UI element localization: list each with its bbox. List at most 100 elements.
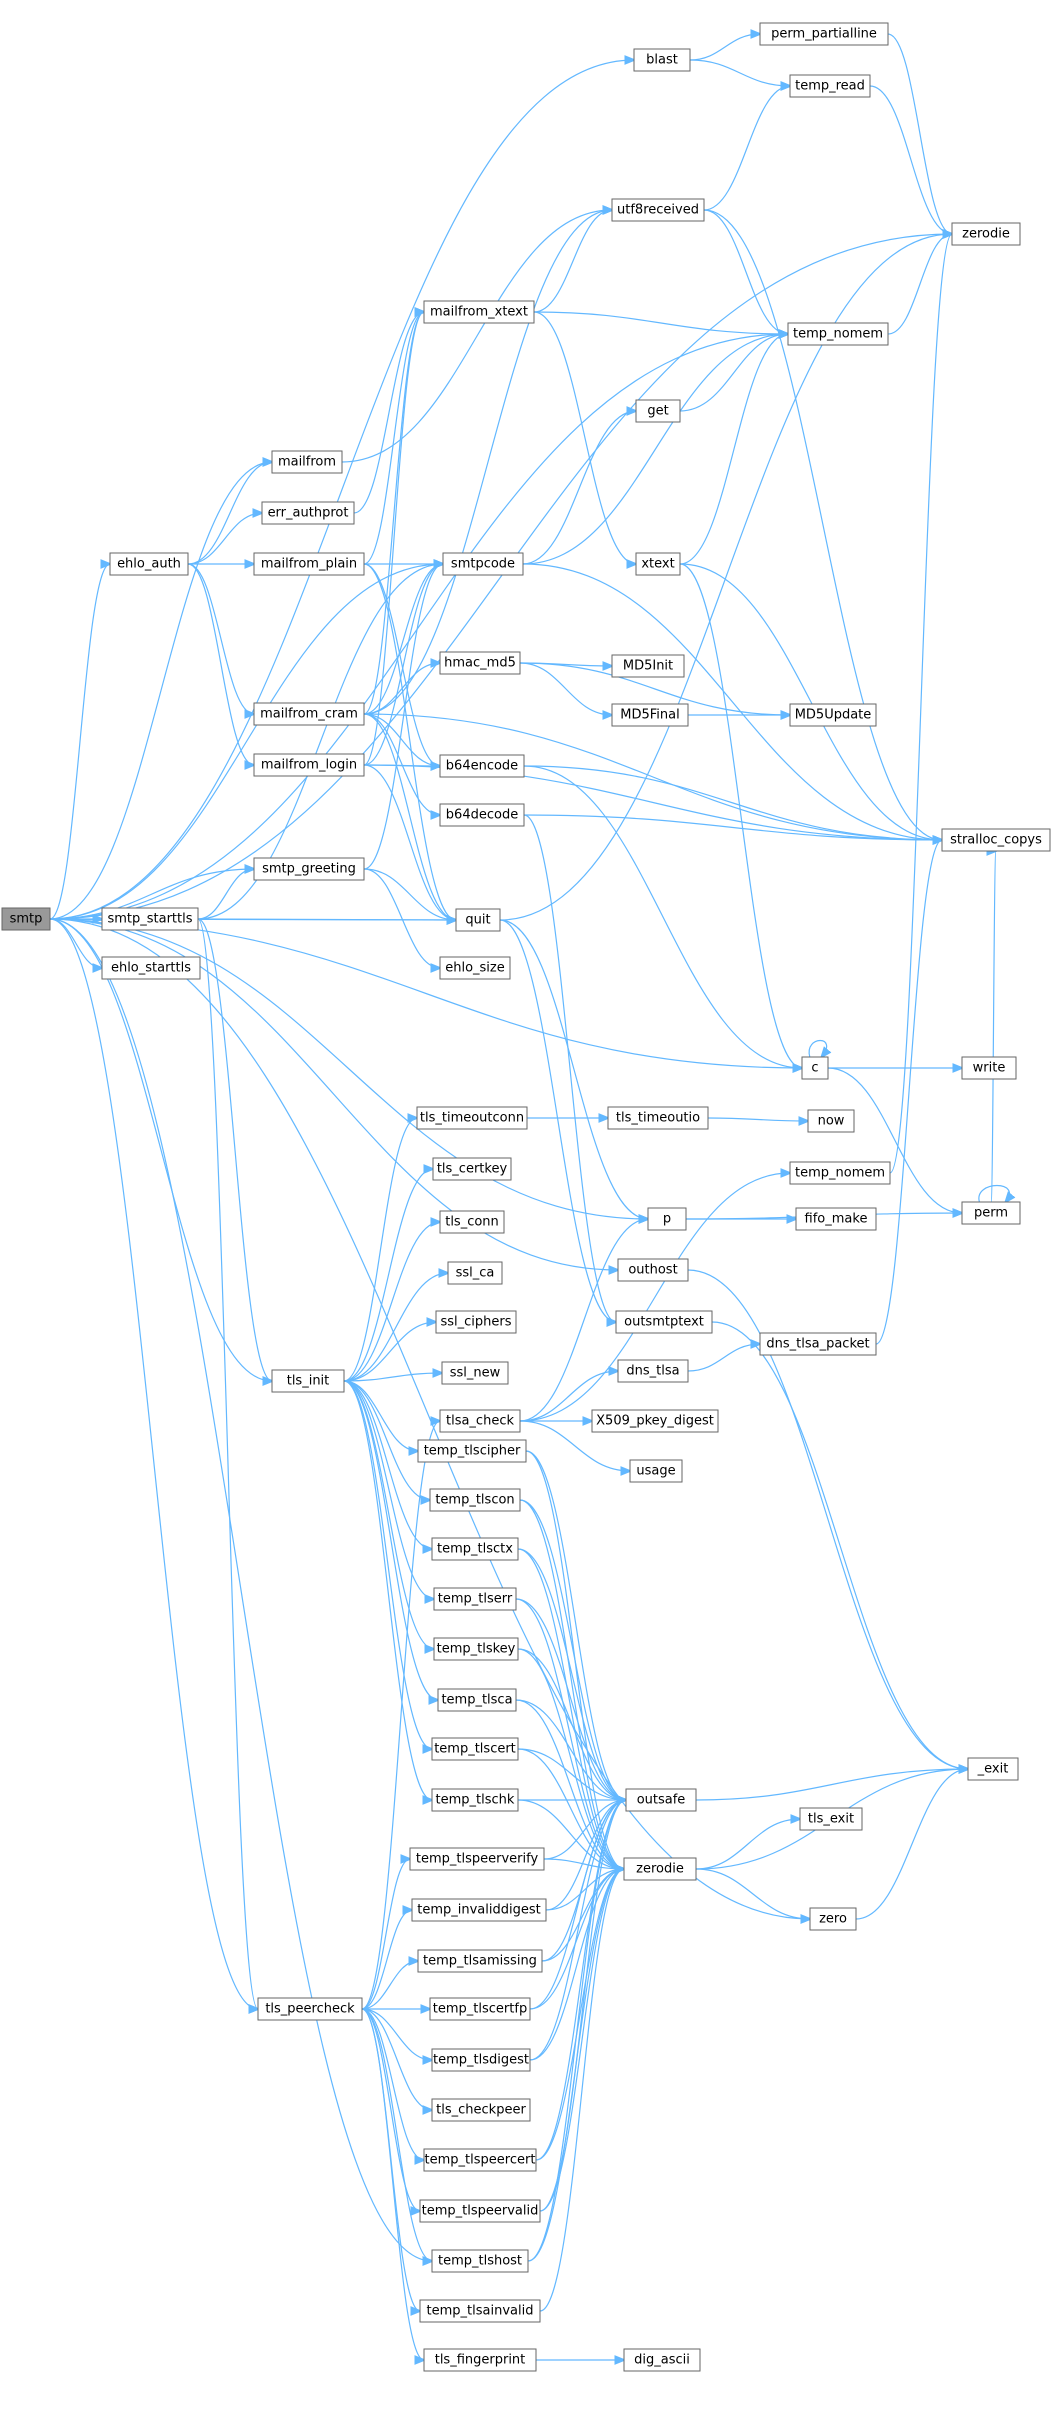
node-smtp_starttls[interactable]: smtp_starttls [101, 907, 199, 931]
node-blast[interactable]: blast [633, 48, 691, 72]
node-temp_tlsctx[interactable]: temp_tlsctx [431, 1537, 519, 1561]
node-temp_tlserr[interactable]: temp_tlserr [433, 1587, 517, 1611]
node-usage[interactable]: usage [629, 1459, 683, 1483]
edge-mailfrom_cram-to-b64decode [363, 713, 440, 815]
edge-mailfrom_cram-to-stralloc_copys [363, 713, 942, 840]
node-smtp_greeting[interactable]: smtp_greeting [253, 857, 365, 881]
node-mailfrom_xtext[interactable]: mailfrom_xtext [423, 300, 535, 324]
node-temp_tlspeerverify[interactable]: temp_tlspeerverify [409, 1847, 545, 1871]
node-mailfrom_login[interactable]: mailfrom_login [253, 753, 365, 777]
node-ssl_ciphers[interactable]: ssl_ciphers [435, 1310, 517, 1334]
node-box [423, 2148, 537, 2172]
node-get[interactable]: get [635, 399, 681, 423]
edge-smtp_greeting-to-smtpcode [363, 564, 443, 870]
node-xtext[interactable]: xtext [635, 552, 681, 576]
node-smtp[interactable]: smtp [1, 907, 51, 931]
node-temp_tlscert[interactable]: temp_tlscert [431, 1737, 519, 1761]
node-dns_tlsa[interactable]: dns_tlsa [617, 1359, 689, 1383]
node-temp_read[interactable]: temp_read [789, 74, 871, 98]
node-quit[interactable]: quit [455, 908, 501, 932]
node-box [611, 654, 685, 678]
node-box [431, 2249, 529, 2273]
node-ehlo_starttls[interactable]: ehlo_starttls [101, 956, 201, 980]
node-box [611, 198, 705, 222]
node-ehlo_size[interactable]: ehlo_size [439, 956, 511, 980]
node-temp_tlspeercert[interactable]: temp_tlspeercert [423, 2148, 537, 2172]
node-outsafe[interactable]: outsafe [625, 1788, 697, 1812]
node-temp_tlsdigest[interactable]: temp_tlsdigest [431, 2048, 531, 2072]
node-outhost[interactable]: outhost [617, 1258, 689, 1282]
node-outsmtptext[interactable]: outsmtptext [615, 1310, 713, 1334]
node-temp_tlscon[interactable]: temp_tlscon [429, 1488, 521, 1512]
edge-smtp-to-smtp_greeting [49, 869, 254, 920]
node-zerodie_bot[interactable]: zerodie [623, 1857, 697, 1881]
node-temp_tlsca[interactable]: temp_tlsca [437, 1688, 517, 1712]
node-dig_ascii[interactable]: dig_ascii [623, 2348, 701, 2372]
node-MD5Update[interactable]: MD5Update [789, 703, 877, 727]
node-ssl_ca[interactable]: ssl_ca [447, 1261, 503, 1285]
node-temp_tlskey[interactable]: temp_tlskey [433, 1637, 519, 1661]
node-fifo_make[interactable]: fifo_make [795, 1207, 877, 1231]
node-MD5Init[interactable]: MD5Init [611, 654, 685, 678]
node-stralloc_copys[interactable]: stralloc_copys [941, 828, 1051, 852]
node-mailfrom_plain[interactable]: mailfrom_plain [253, 552, 365, 576]
node-temp_tlscipher[interactable]: temp_tlscipher [417, 1439, 527, 1463]
node-dns_tlsa_packet[interactable]: dns_tlsa_packet [759, 1332, 877, 1356]
node-b64encode[interactable]: b64encode [439, 754, 525, 778]
node-label: temp_tlsainvalid [427, 2304, 534, 2319]
edge-smtp-to-temp_nomem_top [49, 334, 788, 920]
node-tlsa_check[interactable]: tlsa_check [439, 1409, 521, 1433]
node-label: temp_nomem [795, 1166, 885, 1181]
node-tls_timeoutio[interactable]: tls_timeoutio [607, 1106, 709, 1130]
node-c[interactable]: c [801, 1056, 829, 1080]
node-tls_peercheck[interactable]: tls_peercheck [257, 1997, 363, 2021]
node-zerodie_top[interactable]: zerodie [951, 222, 1021, 246]
edge-smtp-to-outhost [49, 918, 618, 1270]
node-ssl_new[interactable]: ssl_new [441, 1361, 509, 1385]
node-now[interactable]: now [807, 1109, 855, 1133]
node-ehlo_auth[interactable]: ehlo_auth [109, 552, 189, 576]
node-tls_timeoutconn[interactable]: tls_timeoutconn [416, 1106, 528, 1130]
node-box [431, 2048, 531, 2072]
node-temp_tlshost[interactable]: temp_tlshost [431, 2249, 529, 2273]
node-tls_conn[interactable]: tls_conn [439, 1210, 505, 1234]
node-perm_partialline[interactable]: perm_partialline [759, 22, 889, 46]
node-p[interactable]: p [647, 1207, 687, 1231]
node-temp_nomem_top[interactable]: temp_nomem [787, 322, 889, 346]
node-mailfrom[interactable]: mailfrom [271, 450, 343, 474]
node-mailfrom_cram[interactable]: mailfrom_cram [253, 702, 365, 726]
node-smtpcode[interactable]: smtpcode [442, 552, 524, 576]
node-box [439, 956, 511, 980]
node-temp_tlscertfp[interactable]: temp_tlscertfp [429, 1997, 531, 2021]
node-temp_tlsainvalid[interactable]: temp_tlsainvalid [419, 2299, 541, 2323]
node-MD5Final[interactable]: MD5Final [611, 703, 689, 727]
edge-xtext-to-temp_nomem_top [679, 334, 788, 565]
node-temp_tlspeervalid[interactable]: temp_tlspeervalid [419, 2199, 541, 2223]
node-_exit[interactable]: _exit [967, 1757, 1019, 1781]
edge-utf8received-to-stralloc_copys [703, 209, 942, 840]
node-zero[interactable]: zero [809, 1907, 857, 1931]
node-temp_tlschk[interactable]: temp_tlschk [431, 1788, 519, 1812]
node-tls_fingerprint[interactable]: tls_fingerprint [423, 2348, 537, 2372]
edge-zero-to-_exit [855, 1769, 968, 1920]
node-tls_init[interactable]: tls_init [271, 1369, 345, 1393]
node-temp_nomem_mid[interactable]: temp_nomem [789, 1161, 891, 1185]
node-box [961, 1056, 1017, 1080]
node-label: tls_fingerprint [435, 2353, 526, 2368]
node-label: zerodie [962, 227, 1010, 242]
edge-mailfrom_cram-to-mailfrom_xtext [363, 312, 424, 715]
node-temp_tlsamissing[interactable]: temp_tlsamissing [417, 1949, 543, 1973]
node-utf8received[interactable]: utf8received [611, 198, 705, 222]
edge-temp_tlskey-to-zerodie_bot [517, 1648, 624, 1869]
node-write[interactable]: write [961, 1056, 1017, 1080]
node-perm[interactable]: perm [961, 1201, 1021, 1225]
node-err_authprot[interactable]: err_authprot [261, 501, 355, 525]
node-label: tls_conn [445, 1215, 499, 1230]
node-X509_pkey_digest[interactable]: X509_pkey_digest [591, 1409, 719, 1433]
node-tls_certkey[interactable]: tls_certkey [432, 1157, 512, 1181]
node-hmac_md5[interactable]: hmac_md5 [439, 651, 521, 675]
node-temp_invaliddigest[interactable]: temp_invaliddigest [411, 1898, 547, 1922]
node-b64decode[interactable]: b64decode [439, 803, 525, 827]
node-tls_exit[interactable]: tls_exit [799, 1807, 863, 1831]
node-tls_checkpeer[interactable]: tls_checkpeer [431, 2098, 531, 2122]
